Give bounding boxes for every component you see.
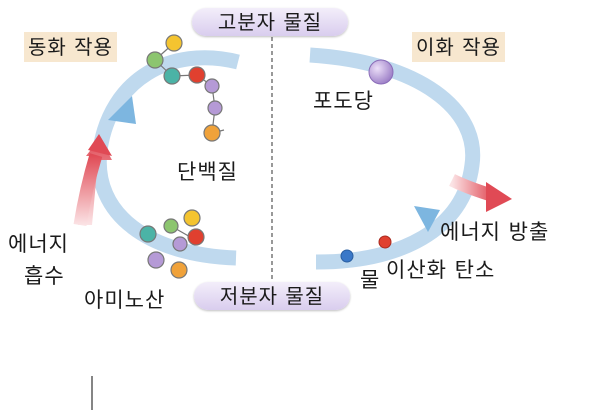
catabolism-arc: [309, 47, 481, 270]
co2-molecule: [378, 235, 392, 249]
energy-release-label: 에너지 방출: [440, 220, 550, 244]
anabolism-tag: 동화 작용: [24, 32, 117, 62]
amino-acid-molecules: [139, 209, 205, 279]
protein-molecule: [146, 34, 225, 142]
catabolism-arrow-head: [414, 206, 440, 232]
glucose-label: 포도당: [313, 89, 374, 113]
glucose-molecule: [368, 59, 394, 85]
amino-acid-label: 아미노산: [84, 288, 166, 312]
energy-absorb-label-2: 흡수: [24, 264, 65, 288]
energy-absorb-label-1: 에너지: [8, 232, 69, 256]
water-label: 물: [360, 268, 381, 292]
anabolism-arrow-head: [108, 96, 136, 124]
water-molecule: [340, 249, 354, 263]
protein-label: 단백질: [177, 160, 238, 184]
catabolism-tag: 이화 작용: [412, 32, 505, 62]
low-molecular-pill: 저분자 물질: [194, 282, 350, 310]
co2-label: 이산화 탄소: [386, 258, 496, 282]
high-molecular-pill: 고분자 물질: [192, 8, 348, 36]
